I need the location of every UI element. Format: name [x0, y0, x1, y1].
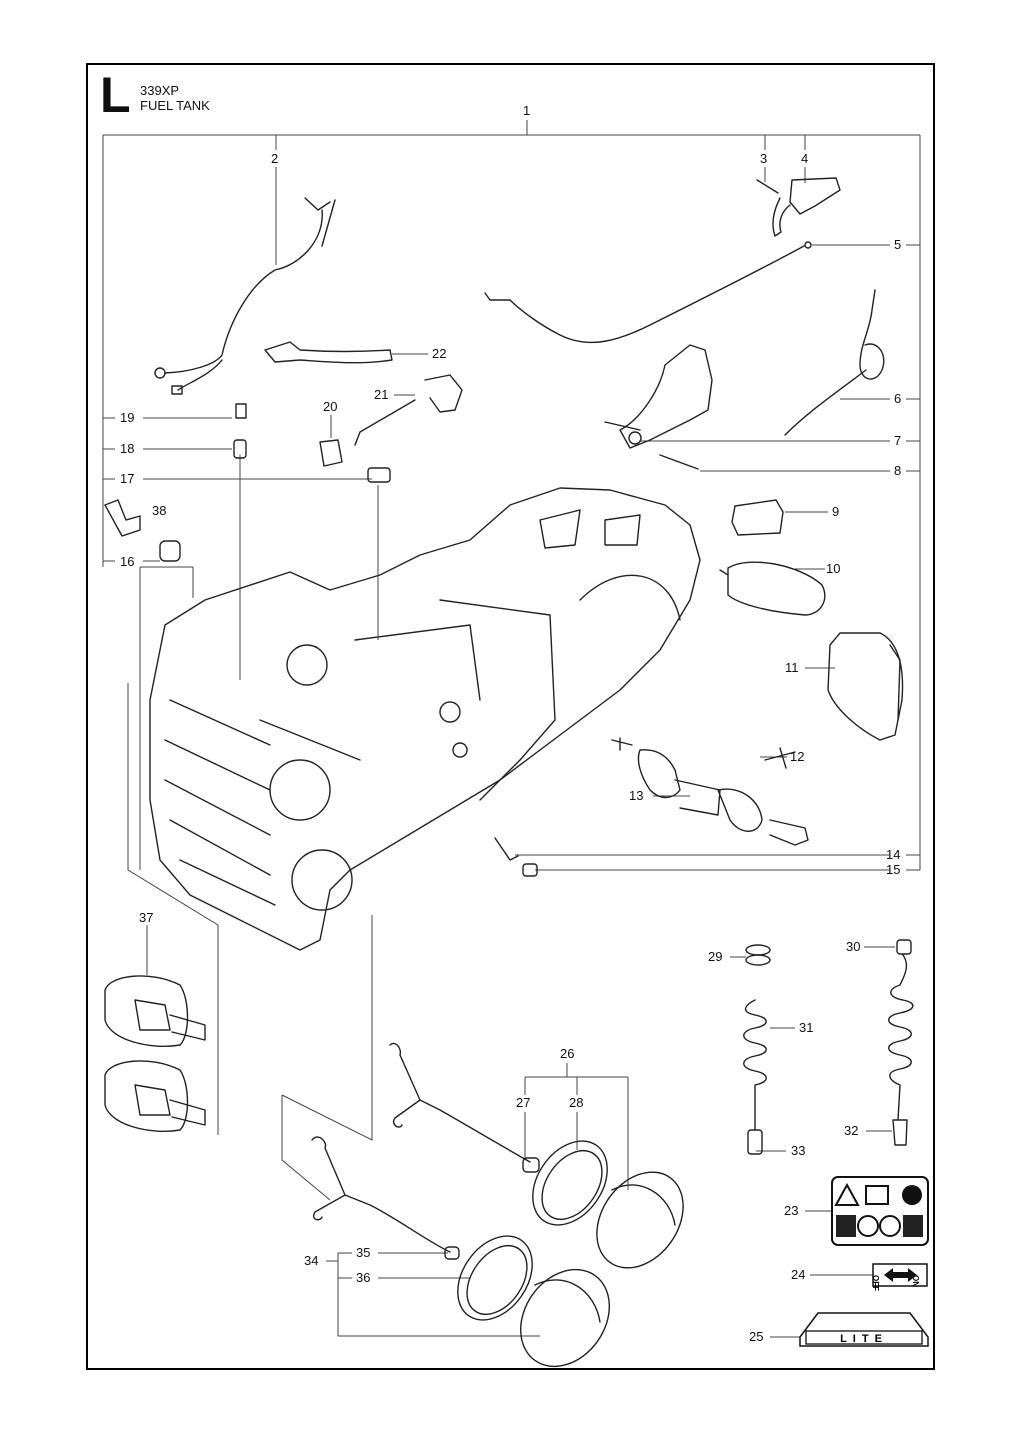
- throttle-lever-part: [756, 177, 841, 237]
- callout-3: 3: [760, 151, 767, 166]
- callout-25: 25: [749, 1329, 763, 1344]
- warning-decal-part: [831, 1176, 929, 1246]
- wire-harness-part: [154, 197, 336, 395]
- callout-17: 17: [120, 471, 134, 486]
- lite-badge-text: LITE: [840, 1333, 888, 1345]
- oil-cap-assembly-part: [311, 1136, 611, 1368]
- callout-2: 2: [271, 151, 278, 166]
- callout-20: 20: [323, 399, 337, 414]
- rubber-buffer-parts: [104, 975, 206, 1132]
- spring-part: [784, 289, 885, 436]
- callout-13: 13: [629, 788, 643, 803]
- callout-30: 30: [846, 939, 860, 954]
- antivibration-element-part: [611, 737, 809, 846]
- leader-lines: [102, 120, 921, 1338]
- callout-numbers: 1 2 3 4 5 6 7 8 9 10 11 12 13 14 15 16 1…: [120, 103, 901, 1344]
- callout-37: 37: [139, 910, 153, 925]
- trigger-bracket-part: [604, 344, 713, 470]
- callout-19: 19: [120, 410, 134, 425]
- callout-11: 11: [785, 660, 799, 675]
- decal-on-text: ON: [911, 1275, 920, 1287]
- switch-cover-part: [731, 499, 784, 536]
- fuel-cap-assembly-part: [389, 1042, 684, 1269]
- callout-9: 9: [832, 504, 839, 519]
- handle-grip-part: [719, 561, 826, 616]
- callout-26: 26: [560, 1046, 574, 1061]
- lite-badge-part: [799, 1312, 929, 1347]
- callout-8: 8: [894, 463, 901, 478]
- callout-12: 12: [790, 749, 804, 764]
- callout-24: 24: [791, 1267, 805, 1282]
- screw-and-nut-part: [494, 837, 538, 877]
- callout-31: 31: [799, 1020, 813, 1035]
- callout-36: 36: [356, 1270, 370, 1285]
- throttle-cable-part: [484, 241, 812, 343]
- callout-16: 16: [120, 554, 134, 569]
- callout-32: 32: [844, 1123, 858, 1138]
- model-name: 339XP: [140, 83, 180, 98]
- callout-27: 27: [516, 1095, 530, 1110]
- callout-21: 21: [374, 387, 388, 402]
- callout-22: 22: [432, 346, 446, 361]
- callout-15: 15: [886, 862, 900, 877]
- callout-7: 7: [894, 433, 901, 448]
- callout-6: 6: [894, 391, 901, 406]
- callout-35: 35: [356, 1245, 370, 1260]
- callout-28: 28: [569, 1095, 583, 1110]
- callout-33: 33: [791, 1143, 805, 1158]
- drawing-frame: [86, 63, 935, 1370]
- small-fittings-parts: [104, 341, 463, 562]
- callout-1: 1: [523, 103, 530, 118]
- on-off-decal-part: [872, 1263, 928, 1287]
- decal-off-text: OFF: [871, 1275, 880, 1291]
- callout-14: 14: [886, 847, 900, 862]
- page-title: FUEL TANK: [140, 98, 210, 113]
- section-letter: L: [100, 67, 131, 123]
- callout-23: 23: [784, 1203, 798, 1218]
- callout-5: 5: [894, 237, 901, 252]
- callout-38: 38: [152, 503, 166, 518]
- callout-4: 4: [801, 151, 808, 166]
- fuel-hose-and-filter-part: [743, 939, 914, 1155]
- callout-29: 29: [708, 949, 722, 964]
- callout-10: 10: [826, 561, 840, 576]
- callout-34: 34: [304, 1253, 318, 1268]
- fuel-tank-body-part: [149, 487, 701, 951]
- callout-18: 18: [120, 441, 134, 456]
- side-cover-part: [827, 632, 904, 741]
